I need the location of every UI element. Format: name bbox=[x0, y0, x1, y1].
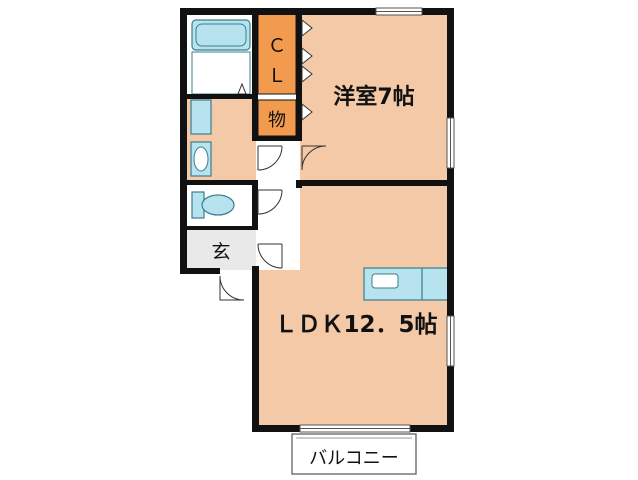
closet-door bbox=[301, 18, 313, 122]
ldk-label: ＬＤＫ12．5帖 bbox=[274, 312, 437, 338]
closet-label-l: Ｌ bbox=[267, 65, 286, 87]
closet-label-c: Ｃ bbox=[267, 35, 286, 57]
balcony bbox=[291, 433, 417, 475]
window bbox=[299, 7, 455, 433]
balcony-label: バルコニー bbox=[309, 448, 399, 469]
hallway bbox=[256, 140, 300, 270]
western-room bbox=[300, 14, 448, 184]
entrance-label: 玄 bbox=[211, 241, 230, 263]
entrance bbox=[186, 230, 256, 270]
storage-label: 物 bbox=[268, 110, 286, 131]
western-room-label: 洋室7帖 bbox=[333, 84, 414, 110]
washing-machine-icon bbox=[190, 99, 212, 135]
sink-icon bbox=[371, 273, 399, 289]
closet bbox=[257, 13, 297, 95]
door-swing bbox=[219, 145, 327, 301]
